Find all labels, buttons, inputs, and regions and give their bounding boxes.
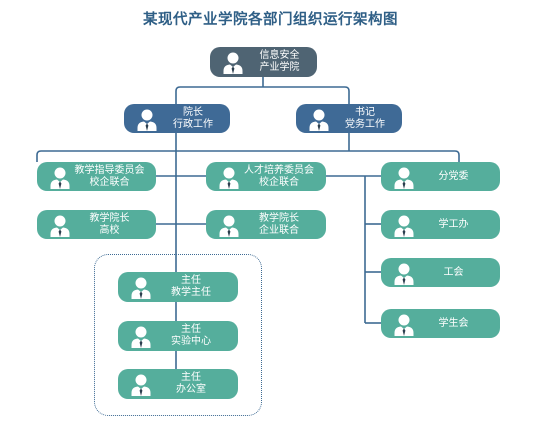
connector-level3-bus-right — [176, 150, 460, 162]
person-icon — [393, 165, 415, 189]
node-talent-line1: 人才培养委员会 — [244, 164, 314, 176]
node-root-line1: 信息安全 — [259, 50, 300, 61]
diagram-title: 某现代产业学院各部门组织运行架构图 — [143, 11, 398, 28]
node-director-office-line2: 办公室 — [176, 384, 206, 395]
node-director-lab-line1: 主任 — [181, 324, 201, 335]
node-committee-line1: 教学指导委员会 — [74, 164, 145, 176]
person-icon — [49, 165, 71, 189]
node-dean[interactable]: 院长行政工作 — [124, 104, 230, 133]
node-union[interactable]: 工会 — [381, 258, 500, 287]
connector-level3-bus-left — [36, 150, 176, 162]
node-director-lab[interactable]: 主任实验中心 — [118, 321, 238, 351]
node-dean-line1: 院长 — [183, 106, 203, 118]
node-student-affairs-line1: 学工办 — [438, 218, 469, 230]
node-dean-school-line2: 高校 — [99, 224, 120, 236]
person-icon — [218, 165, 240, 189]
person-icon — [49, 213, 71, 237]
node-secretary-line2: 党务工作 — [345, 118, 385, 130]
person-icon — [136, 107, 158, 131]
node-talent-line2: 校企联合 — [259, 176, 299, 188]
person-icon — [130, 324, 152, 348]
node-dean-enterprise-line1: 教学院长 — [259, 212, 299, 224]
node-secretary[interactable]: 书记党务工作 — [296, 104, 402, 133]
node-dean-school[interactable]: 教学院长高校 — [37, 210, 156, 239]
node-director-lab-line2: 实验中心 — [171, 336, 211, 347]
directors-group-frame — [94, 254, 262, 416]
connector-level2-bus — [175, 86, 350, 104]
node-union-line1: 工会 — [443, 266, 464, 278]
node-director-office-line1: 主任 — [181, 372, 201, 383]
person-icon — [393, 261, 415, 285]
node-director-teaching-line1: 主任 — [181, 275, 201, 286]
node-director-teaching-line2: 教学主任 — [171, 287, 211, 298]
node-root[interactable]: 信息安全产业学院 — [210, 47, 317, 77]
node-secretary-line1: 书记 — [355, 106, 375, 118]
node-director-teaching[interactable]: 主任教学主任 — [118, 272, 238, 302]
node-director-office[interactable]: 主任办公室 — [118, 369, 238, 399]
person-icon — [393, 213, 415, 237]
person-icon — [130, 372, 152, 396]
node-party[interactable]: 分党委 — [381, 162, 500, 191]
node-student-affairs[interactable]: 学工办 — [381, 210, 500, 239]
node-party-line1: 分党委 — [438, 170, 469, 182]
node-student-union-line1: 学生会 — [438, 317, 469, 329]
node-committee-line2: 校企联合 — [89, 176, 130, 188]
node-student-union[interactable]: 学生会 — [381, 309, 500, 338]
node-dean-school-line1: 教学院长 — [89, 212, 130, 224]
node-dean-line2: 行政工作 — [173, 118, 213, 130]
node-committee[interactable]: 教学指导委员会校企联合 — [37, 162, 156, 191]
node-dean-enterprise[interactable]: 教学院长企业联合 — [206, 210, 326, 239]
node-dean-enterprise-line2: 企业联合 — [259, 224, 299, 236]
node-root-line2: 产业学院 — [259, 62, 300, 73]
person-icon — [393, 312, 415, 336]
node-talent[interactable]: 人才培养委员会校企联合 — [206, 162, 326, 191]
person-icon — [222, 50, 244, 74]
person-icon — [218, 213, 240, 237]
person-icon — [308, 107, 330, 131]
person-icon — [130, 275, 152, 299]
